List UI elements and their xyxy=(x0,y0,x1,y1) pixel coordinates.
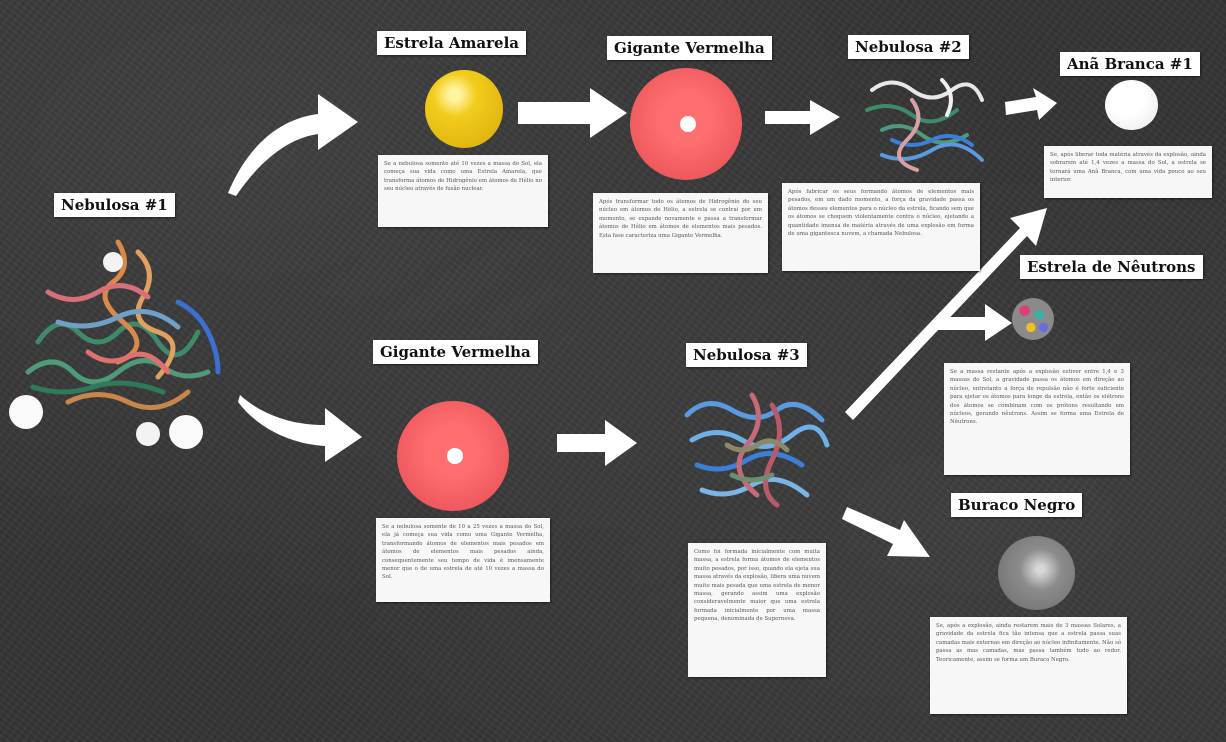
red-giant-ball-bottom xyxy=(397,401,509,511)
note-ana-branca: Se, após liberar toda matéria através da… xyxy=(1044,146,1212,198)
label-buraco-negro: Buraco Negro xyxy=(951,493,1083,517)
note-gigante-vermelha-bottom: Se a nebulosa somente de 10 a 25 vezes a… xyxy=(376,518,550,602)
label-estrela-amarela: Estrela Amarela xyxy=(377,31,526,55)
label-estrela-neutrons: Estrela de Nêutrons xyxy=(1020,255,1203,279)
note-nebulosa-2: Após fabricar os seus formando átomos de… xyxy=(782,183,980,271)
label-gigante-vermelha-top: Gigante Vermelha xyxy=(607,36,772,60)
arrow-neb3-to-blackhole xyxy=(842,507,930,557)
note-buraco-negro: Se, após a explosão, ainda restarem mais… xyxy=(930,617,1127,714)
arrow-yellow-to-red xyxy=(518,88,627,138)
label-ana-branca: Anã Branca #1 xyxy=(1060,52,1200,76)
label-gigante-vermelha-bottom: Gigante Vermelha xyxy=(373,340,538,364)
note-gigante-vermelha-top: Após transformar todo os átomos de Hidro… xyxy=(593,193,768,273)
black-hole-ball xyxy=(998,536,1075,610)
nebula-2-image xyxy=(865,78,984,172)
yellow-star-ball xyxy=(425,70,503,148)
arrow-neb1-to-yellow xyxy=(228,94,358,196)
note-nebulosa-3: Como foi formada inicialmente com muita … xyxy=(688,543,826,677)
nebula-1-image xyxy=(9,239,221,449)
label-nebulosa-3: Nebulosa #3 xyxy=(686,343,807,367)
arrow-neb1-to-red-bottom xyxy=(238,395,362,462)
nebula-3-image xyxy=(684,392,830,508)
label-nebulosa-2: Nebulosa #2 xyxy=(848,35,969,59)
arrow-red-to-neb3 xyxy=(557,420,637,466)
note-estrela-neutrons: Se a massa restante após a explosão esti… xyxy=(944,363,1130,475)
note-estrela-amarela: Se a nebulosa somente até 10 vezes a mas… xyxy=(378,155,548,227)
label-nebulosa-1: Nebulosa #1 xyxy=(54,193,175,217)
red-giant-ball-top xyxy=(630,68,742,180)
arrow-neb2-to-dwarf xyxy=(1005,88,1057,120)
arrow-branch-to-neutron xyxy=(937,304,1012,341)
arrow-neb3-to-dwarf xyxy=(845,208,1047,420)
neutron-star-ball xyxy=(1012,298,1054,340)
white-dwarf-ball xyxy=(1105,80,1158,130)
arrow-red-to-neb2 xyxy=(765,100,840,135)
